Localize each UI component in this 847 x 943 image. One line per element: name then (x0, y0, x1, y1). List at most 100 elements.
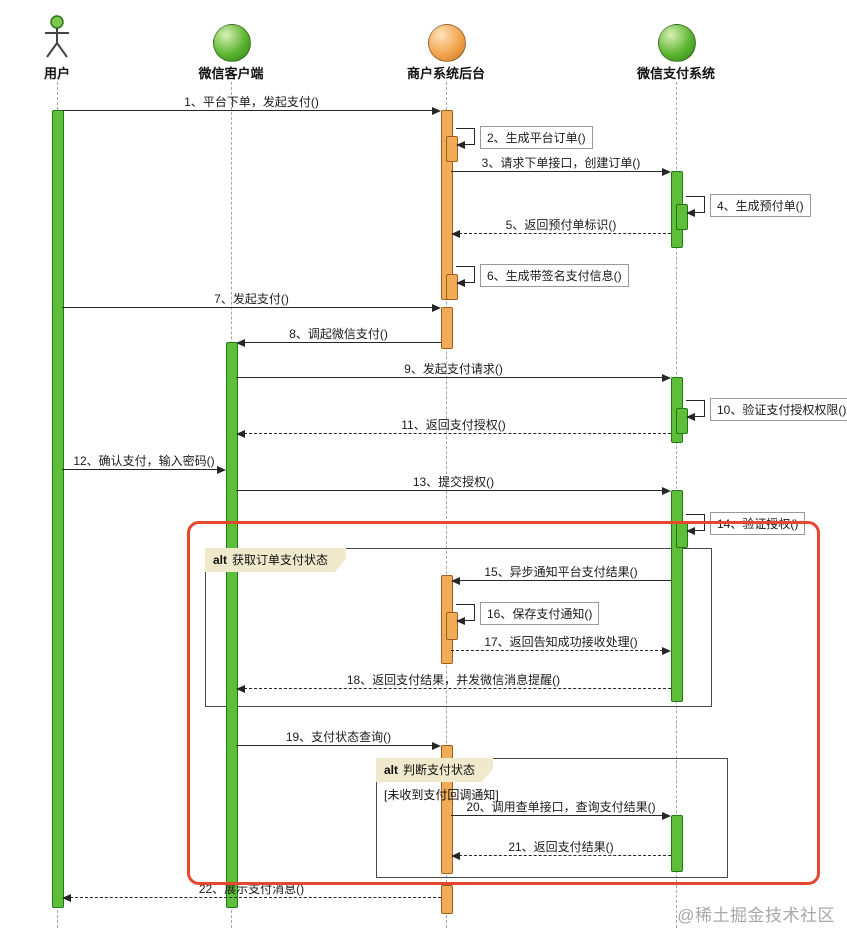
activation-bar-merchant (441, 885, 453, 914)
message-label: 6、生成带签名支付信息() (480, 264, 629, 287)
message-line (62, 307, 433, 308)
message-label: 9、发起支付请求() (404, 362, 503, 376)
message-label: 14、验证授权() (710, 512, 806, 535)
frame-operator: alt (384, 763, 399, 777)
message-label: 5、返回预付单标识() (505, 218, 617, 232)
message-label: 7、发起支付() (214, 292, 289, 306)
self-message-arrowhead (456, 279, 465, 287)
message-line (451, 171, 663, 172)
self-message-bottom (694, 212, 705, 213)
self-message-top (456, 604, 474, 605)
message-arrowhead (662, 812, 671, 820)
frame-operator: alt (213, 553, 228, 567)
participant-label-client: 微信客户端 (198, 66, 264, 81)
message-arrowhead (662, 487, 671, 495)
message-arrowhead (236, 430, 245, 438)
frame-title: 判断支付状态 (403, 763, 476, 777)
frame-guard: [未收到支付回调通知] (384, 788, 499, 802)
message-label: 10、验证支付授权权限() (710, 398, 847, 421)
merchant-node-icon (428, 24, 466, 62)
message-line (244, 688, 671, 689)
participant-label-wxpay: 微信支付系统 (636, 66, 715, 81)
self-message-bottom (694, 416, 705, 417)
alt-frame-label: alt 判断支付状态 (376, 758, 493, 782)
activation-bar-client (226, 342, 238, 908)
message-arrowhead (451, 577, 460, 585)
message-line (459, 855, 671, 856)
lifeline-merchant (446, 82, 447, 928)
message-label: 19、支付状态查询() (285, 730, 392, 744)
activation-bar-wxpay (676, 204, 688, 230)
message-line (244, 433, 671, 434)
actor-icon (40, 14, 74, 65)
watermark: @稀土掘金技术社区 (677, 906, 835, 925)
message-line (459, 233, 671, 234)
activation-bar-wxpay (671, 815, 683, 872)
self-message-side (704, 514, 705, 530)
message-line (62, 110, 433, 111)
wxpay-node-icon (658, 24, 696, 62)
message-label: 1、平台下单，发起支付() (184, 95, 319, 109)
self-message-top (456, 266, 474, 267)
message-arrowhead (432, 304, 441, 312)
message-arrowhead (62, 894, 71, 902)
self-message-arrowhead (686, 209, 695, 217)
message-line (236, 745, 433, 746)
self-message-top (456, 128, 474, 129)
message-arrowhead (432, 742, 441, 750)
message-arrowhead (236, 685, 245, 693)
message-label: 3、请求下单接口，创建订单() (481, 156, 641, 170)
message-arrowhead (662, 168, 671, 176)
message-arrowhead (217, 466, 226, 474)
message-line (459, 580, 671, 581)
message-label: 21、返回支付结果() (508, 840, 614, 854)
message-arrowhead (662, 647, 671, 655)
message-arrowhead (432, 107, 441, 115)
message-arrowhead (662, 374, 671, 382)
client-node-icon (213, 24, 251, 62)
message-label: 18、返回支付结果，并发微信消息提醒() (346, 673, 561, 687)
message-label: 2、生成平台订单() (480, 126, 593, 149)
self-message-side (704, 400, 705, 416)
self-message-arrowhead (456, 141, 465, 149)
self-message-arrowhead (686, 413, 695, 421)
message-label: 22、展示支付消息() (198, 882, 305, 896)
self-message-arrowhead (686, 527, 695, 535)
message-label: 11、返回支付授权() (401, 418, 506, 432)
message-line (451, 650, 663, 651)
self-message-side (704, 196, 705, 212)
message-arrowhead (236, 339, 245, 347)
message-label: 15、异步通知平台支付结果() (484, 565, 638, 579)
self-message-top (686, 400, 704, 401)
participant-label-merchant: 商户系统后台 (406, 66, 485, 81)
self-message-side (474, 604, 475, 620)
message-arrowhead (451, 852, 460, 860)
alt-frame (205, 548, 712, 707)
message-line (70, 897, 441, 898)
activation-bar-merchant (446, 612, 458, 640)
message-line (236, 377, 663, 378)
activation-bar-wxpay (676, 522, 688, 548)
message-label: 4、生成预付单() (710, 194, 811, 217)
activation-bar-merchant (446, 274, 458, 300)
activation-bar-wxpay (676, 408, 688, 434)
self-message-top (686, 196, 704, 197)
alt-frame (376, 758, 728, 878)
message-line (451, 815, 663, 816)
self-message-side (474, 266, 475, 282)
self-message-bottom (464, 282, 475, 283)
activation-bar-user (52, 110, 64, 908)
self-message-bottom (694, 530, 705, 531)
message-label: 20、调用查单接口，查询支付结果() (466, 800, 656, 814)
participant-label-user: 用户 (43, 66, 70, 81)
message-line (236, 490, 663, 491)
self-message-top (686, 514, 704, 515)
activation-bar-merchant (446, 136, 458, 162)
message-label: 12、确认支付，输入密码() (73, 454, 215, 468)
self-message-side (474, 128, 475, 144)
self-message-bottom (464, 144, 475, 145)
self-message-bottom (464, 620, 475, 621)
activation-bar-merchant (441, 307, 453, 349)
